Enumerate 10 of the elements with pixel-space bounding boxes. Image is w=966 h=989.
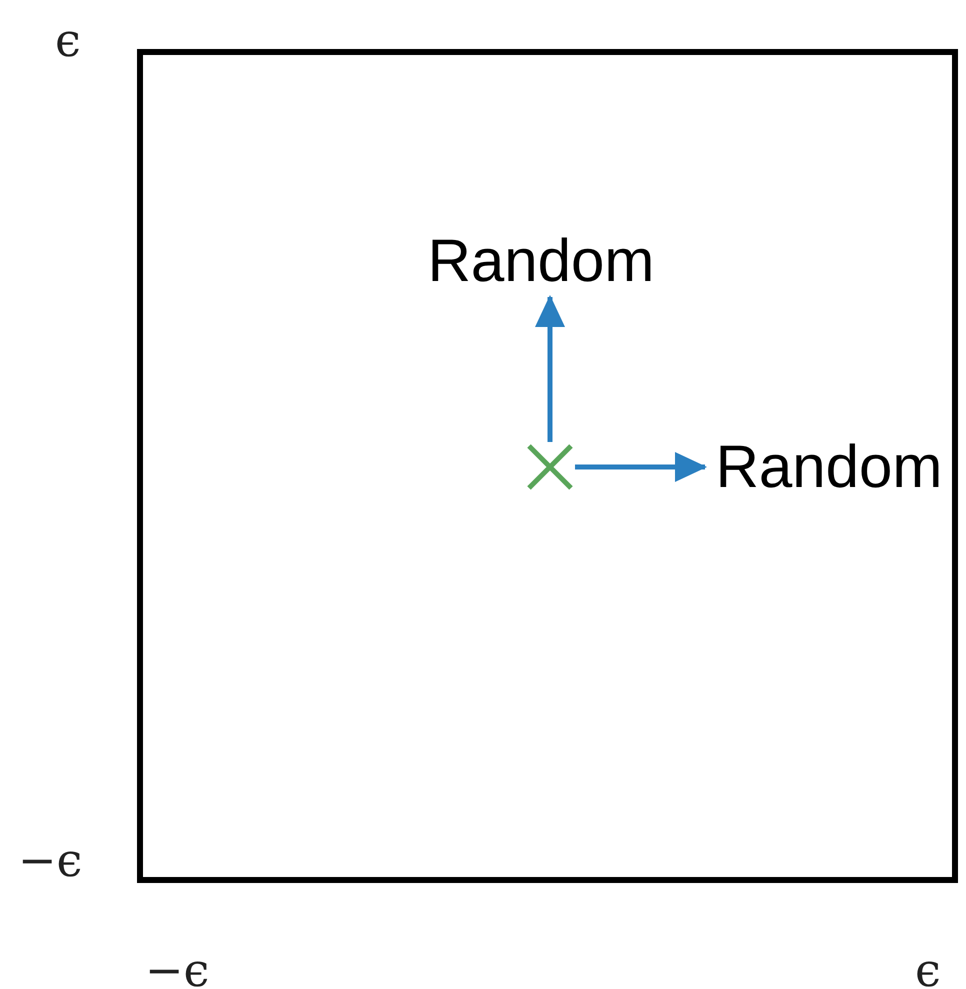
axis-tick-label: ϵ xyxy=(55,12,81,68)
arrow xyxy=(535,295,565,442)
axis-tick-label: −ϵ xyxy=(18,832,82,888)
axis-tick-label: ϵ xyxy=(915,942,941,989)
axis-tick-label: −ϵ xyxy=(145,942,210,989)
square-region xyxy=(137,49,958,883)
cross-marker xyxy=(525,442,575,492)
direction-label: Random xyxy=(410,225,672,297)
direction-label: Random xyxy=(705,431,953,503)
arrow xyxy=(575,452,707,482)
